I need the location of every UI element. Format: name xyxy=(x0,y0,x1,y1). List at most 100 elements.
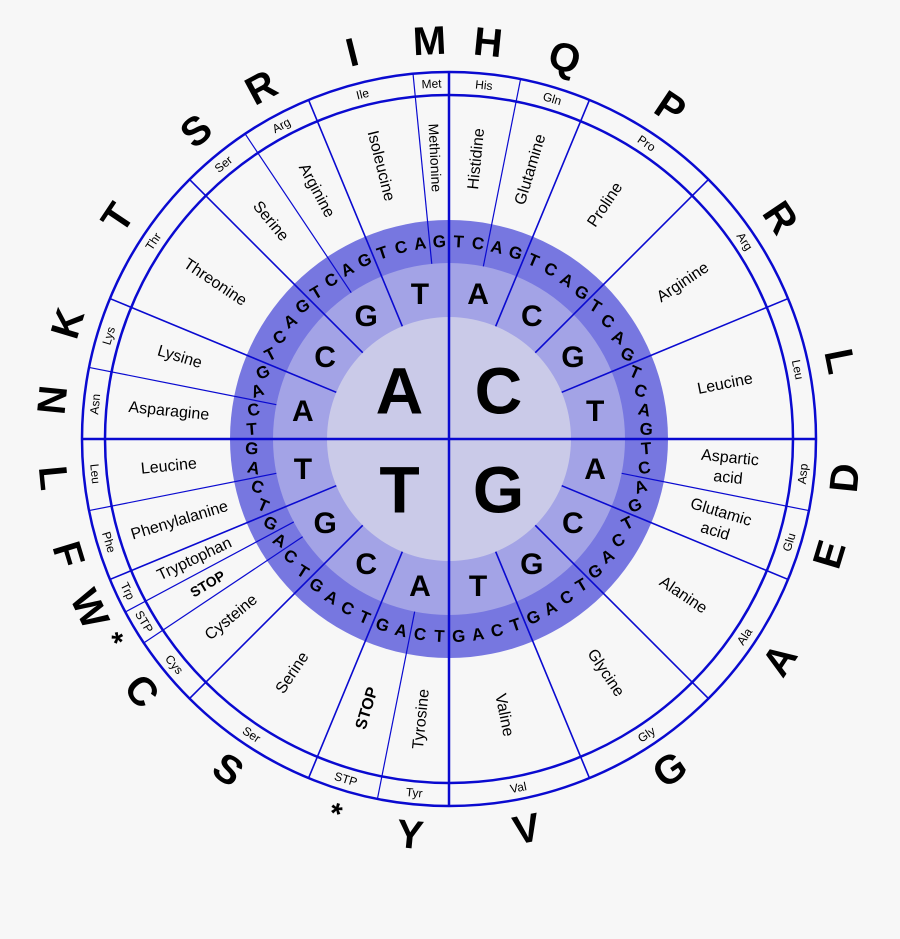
second-base-T: T xyxy=(469,570,487,603)
third-base-T: T xyxy=(453,232,465,252)
second-base-divider xyxy=(109,484,337,581)
second-base-T: T xyxy=(294,453,312,486)
amino-acid-abbr: Phe xyxy=(99,530,119,555)
one-letter-code: D xyxy=(822,461,869,494)
one-letter-code: S xyxy=(205,744,252,795)
second-base-A: A xyxy=(292,395,314,428)
second-base-G: G xyxy=(561,341,584,374)
one-letter-code: Q xyxy=(543,33,586,84)
second-base-C: C xyxy=(521,300,543,333)
amino-acid-abbr: Glu xyxy=(780,531,799,553)
third-base-C: C xyxy=(471,233,486,254)
one-letter-code: V xyxy=(509,805,544,853)
second-base-G: G xyxy=(520,548,543,581)
third-base-A: A xyxy=(249,380,267,402)
third-base-A: A xyxy=(393,620,409,641)
third-base-A: A xyxy=(413,233,428,254)
third-base-G: G xyxy=(373,614,392,636)
second-base-divider xyxy=(494,99,591,327)
second-base-T: T xyxy=(411,278,429,311)
third-base-C: C xyxy=(413,624,428,645)
amino-acid-abbr: Ile xyxy=(355,86,371,103)
amino-acid-divider xyxy=(482,78,522,267)
one-letter-code: M xyxy=(412,19,447,65)
third-base-G: G xyxy=(244,439,259,459)
amino-acid-abbr: Tyr xyxy=(405,785,423,801)
third-base-G: G xyxy=(506,242,525,264)
one-letter-code: W xyxy=(61,583,117,636)
amino-acid-abbr: Leu xyxy=(789,358,807,380)
second-base-A: A xyxy=(584,453,606,486)
third-base-C: C xyxy=(393,237,409,258)
amino-acid-abbr: Trp xyxy=(118,580,138,602)
one-letter-code: C xyxy=(115,666,167,716)
second-base-divider xyxy=(534,524,710,700)
third-base-G: G xyxy=(432,232,446,252)
second-base-divider xyxy=(561,484,789,581)
amino-acid-abbr: Val xyxy=(509,779,528,796)
amino-acid-abbr: Lys xyxy=(99,325,118,347)
one-letter-code: P xyxy=(647,82,694,133)
one-letter-code: S xyxy=(172,106,221,157)
amino-acid-divider xyxy=(412,73,433,264)
second-base-A: A xyxy=(409,570,431,603)
one-letter-code: I xyxy=(342,30,363,75)
second-base-divider xyxy=(534,178,710,354)
amino-acid-abbr: Gln xyxy=(541,89,563,108)
one-letter-code: A xyxy=(754,636,807,684)
one-letter-code: H xyxy=(471,20,504,67)
second-base-C: C xyxy=(562,507,584,540)
one-letter-code: L xyxy=(815,345,863,378)
one-letter-code: * xyxy=(325,797,346,832)
amino-acid-abbr: Asn xyxy=(87,393,103,415)
divider-lines xyxy=(82,72,816,806)
second-base-C: C xyxy=(355,548,377,581)
amino-acid-divider xyxy=(244,133,352,293)
one-letter-code: R xyxy=(754,194,807,243)
third-base-G: G xyxy=(452,626,466,646)
first-base-A: A xyxy=(376,354,424,428)
third-base-A: A xyxy=(632,476,650,498)
amino-acid-name: Methionine xyxy=(426,123,445,192)
one-letter-code: F xyxy=(44,536,93,572)
third-base-T: T xyxy=(640,439,652,459)
second-base-divider xyxy=(307,99,404,327)
amino-acid-abbr: Leu xyxy=(87,463,103,484)
one-letter-code: G xyxy=(645,743,695,797)
amino-acid-abbr: Met xyxy=(421,76,442,91)
third-base-A: A xyxy=(471,624,486,645)
amino-acid-abbr: His xyxy=(475,77,494,93)
first-base-C: C xyxy=(475,354,523,428)
amino-acid-name: Leucine xyxy=(140,455,198,477)
amino-acid-name: Asparticacid xyxy=(698,446,759,488)
third-base-C: C xyxy=(246,399,262,420)
third-base-T: T xyxy=(434,627,446,647)
second-base-A: A xyxy=(467,278,489,311)
second-base-T: T xyxy=(586,395,604,428)
second-base-divider xyxy=(494,551,591,779)
second-base-divider xyxy=(561,297,789,394)
third-base-C: C xyxy=(636,457,652,478)
one-letter-code: K xyxy=(43,303,94,344)
amino-acid-abbr: STP xyxy=(333,769,359,789)
third-base-C: C xyxy=(249,476,267,498)
third-base-C: C xyxy=(632,380,650,402)
amino-acid-name: Tyrosine xyxy=(410,688,433,750)
amino-acid-divider xyxy=(125,521,295,613)
amino-acid-divider xyxy=(143,536,303,644)
one-letter-code: Y xyxy=(395,812,426,858)
third-base-C: C xyxy=(489,620,505,641)
one-letter-code: R xyxy=(238,62,284,114)
amino-acid-divider xyxy=(376,611,416,800)
one-letter-code: * xyxy=(96,627,130,654)
second-base-divider xyxy=(188,178,364,354)
third-base-A: A xyxy=(489,237,505,258)
amino-acid-divider xyxy=(88,366,277,406)
amino-acid-divider xyxy=(88,472,277,512)
second-base-divider xyxy=(109,297,337,394)
amino-acid-divider xyxy=(621,472,810,512)
first-base-G: G xyxy=(473,452,524,526)
second-base-C: C xyxy=(314,341,336,374)
